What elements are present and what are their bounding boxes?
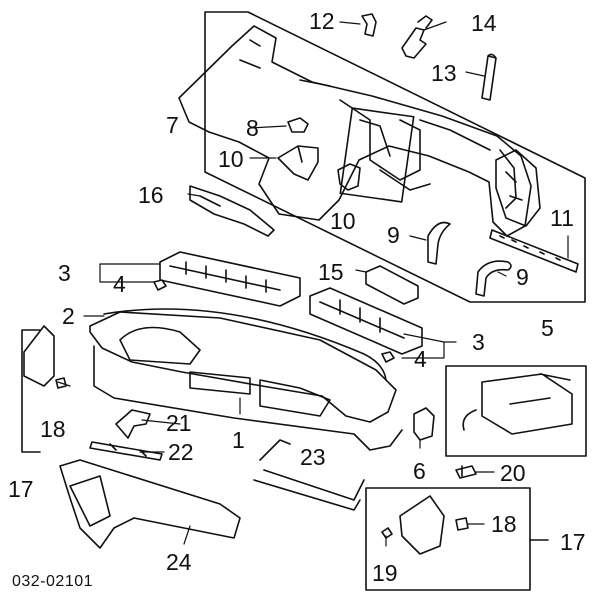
- part-8-clip: [287, 117, 309, 133]
- label-1: 1: [232, 427, 245, 453]
- label-18-left: 18: [40, 416, 66, 442]
- label-17-left: 17: [8, 476, 34, 502]
- part-7-center-bracket: [339, 107, 415, 203]
- part-22-bracket: [89, 441, 163, 461]
- label-19: 19: [372, 560, 398, 586]
- label-17-right: 17: [560, 529, 586, 555]
- label-3-left: 3: [58, 260, 71, 286]
- part-2-trim: [103, 308, 387, 381]
- part-5-airbag: [462, 373, 573, 435]
- label-14: 14: [471, 10, 497, 36]
- label-21: 21: [166, 410, 192, 436]
- part-20-bolt: [455, 465, 477, 479]
- group-5-frame: [445, 365, 587, 457]
- label-13: 13: [431, 60, 457, 86]
- label-2: 2: [62, 303, 75, 329]
- label-8: 8: [246, 115, 259, 141]
- label-18-right: 18: [491, 511, 517, 537]
- group-7-frame: [204, 11, 586, 303]
- part-24-panel: [59, 459, 241, 549]
- label-5: 5: [541, 315, 554, 341]
- part-10-duct-upper: [277, 145, 319, 181]
- part-3-vent-left: [159, 251, 301, 307]
- part-19-screw: [381, 527, 393, 539]
- part-6-connector: [413, 407, 435, 441]
- drawing-code: 032-02101: [12, 573, 94, 590]
- label-20: 20: [500, 460, 526, 486]
- part-4-clip-right: [381, 351, 395, 363]
- part-18-clip-left: [55, 377, 67, 389]
- part-11-bar: [489, 229, 579, 273]
- label-3-right: 3: [472, 329, 485, 355]
- part-17-panel-left: [23, 325, 55, 387]
- label-4-right: 4: [414, 346, 427, 372]
- label-10-upper: 10: [218, 146, 244, 172]
- part-17-panel-right: [399, 495, 445, 555]
- part-23-harness: [253, 439, 365, 511]
- part-16-bracket: [189, 185, 275, 237]
- leader-lines: [57, 21, 569, 547]
- label-7: 7: [166, 112, 179, 138]
- part-4-clip-left: [153, 279, 167, 291]
- label-24: 24: [166, 549, 192, 575]
- label-12: 12: [309, 8, 335, 34]
- part-10-duct-lower: [337, 163, 361, 191]
- part-14-bracket: [401, 15, 433, 59]
- group-17-frame-right: [365, 487, 531, 591]
- label-4-left: 4: [113, 271, 126, 297]
- part-3-vent-right: [309, 287, 423, 355]
- part-12-clip: [361, 13, 377, 37]
- part-1-dashboard: [89, 311, 397, 423]
- part-1-dashboard-lower: [93, 326, 403, 451]
- part-18-clip-right: [455, 517, 469, 531]
- part-7-beam: [178, 25, 532, 237]
- label-6: 6: [413, 458, 426, 484]
- part-13-tube: [481, 53, 497, 101]
- part-15-bracket: [365, 265, 419, 305]
- part-21-duct: [115, 409, 151, 439]
- label-16: 16: [138, 182, 164, 208]
- part-9-hose-lower: [475, 260, 512, 297]
- label-10-lower: 10: [330, 208, 356, 234]
- label-11: 11: [550, 205, 574, 231]
- part-7-beam-detail: [239, 39, 517, 209]
- label-9-upper: 9: [387, 222, 400, 248]
- label-23: 23: [300, 444, 326, 470]
- label-22: 22: [168, 439, 194, 465]
- label-9-lower: 9: [516, 264, 529, 290]
- label-15: 15: [318, 259, 344, 285]
- part-9-hose-upper: [427, 221, 451, 265]
- group-17-bracket-left: [21, 329, 41, 453]
- part-7-right-mount: [495, 149, 541, 227]
